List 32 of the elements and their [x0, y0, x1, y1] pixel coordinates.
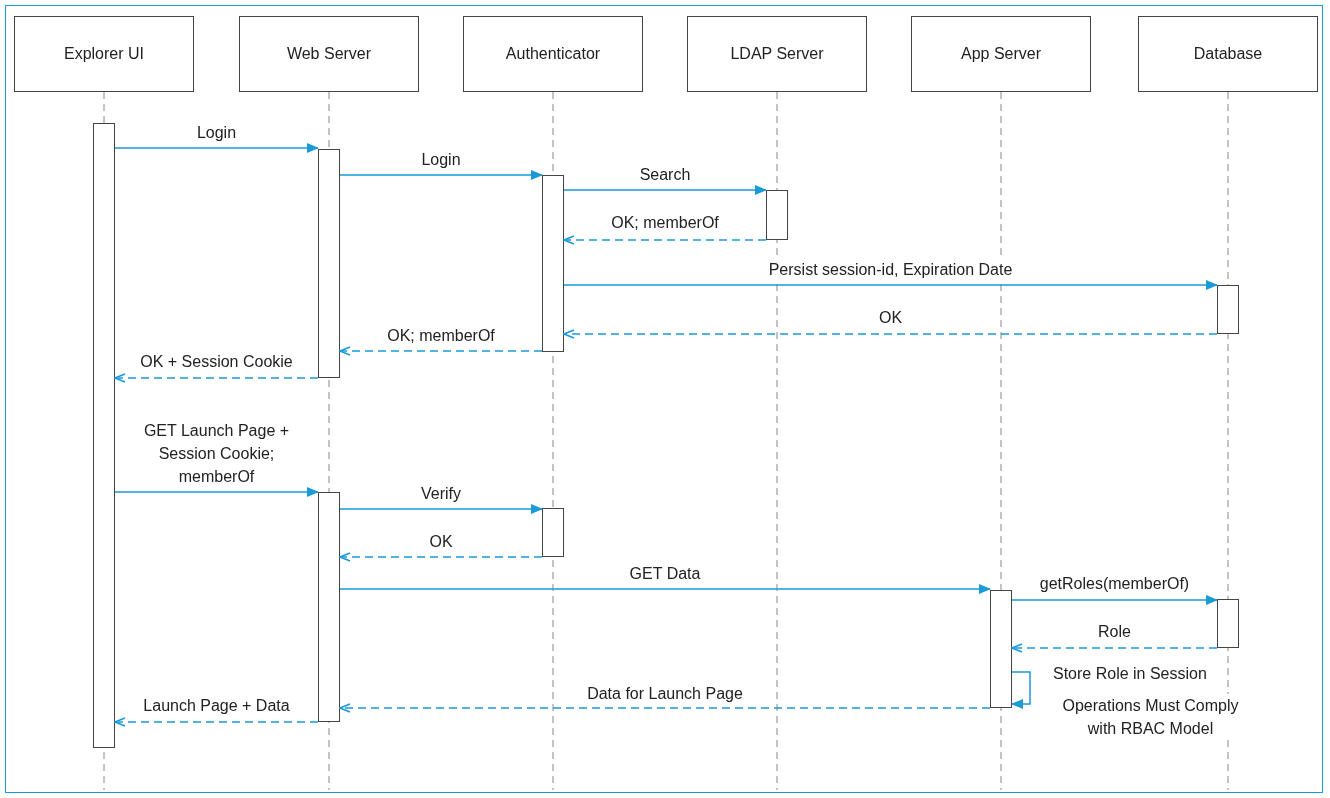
- lifeline-header: App Server: [911, 16, 1091, 92]
- activation-bar: [93, 123, 115, 748]
- message-arrow: [339, 170, 543, 180]
- lifeline-header: Web Server: [239, 16, 419, 92]
- activation-bar: [542, 508, 564, 557]
- activation-bar: [1217, 599, 1239, 648]
- lifeline-header: Explorer UI: [14, 16, 194, 92]
- lifeline-header: Authenticator: [463, 16, 643, 92]
- activation-bar: [766, 190, 788, 240]
- message-arrow: [339, 504, 543, 514]
- message-arrow: [114, 143, 319, 153]
- message-arrow: [563, 280, 1218, 290]
- message-arrow: [339, 584, 991, 594]
- message-arrow: [114, 373, 319, 383]
- message-arrow: [1011, 671, 1031, 709]
- activation-bar: [318, 149, 340, 378]
- message-arrow: [563, 329, 1218, 339]
- message-arrow: [114, 487, 319, 497]
- message-arrow: [1011, 643, 1218, 653]
- activation-bar: [542, 175, 564, 352]
- lifeline-header: LDAP Server: [687, 16, 867, 92]
- activation-bar: [990, 590, 1012, 708]
- activation-bar: [1217, 285, 1239, 334]
- message-arrow: [339, 703, 991, 713]
- message-arrow: [1011, 595, 1218, 605]
- message-arrow: [339, 346, 543, 356]
- message-arrow: [563, 235, 767, 245]
- message-arrow: [563, 185, 767, 195]
- message-arrow: [339, 552, 543, 562]
- lifeline-header: Database: [1138, 16, 1318, 92]
- activation-bar: [318, 492, 340, 722]
- message-arrow: [114, 717, 319, 727]
